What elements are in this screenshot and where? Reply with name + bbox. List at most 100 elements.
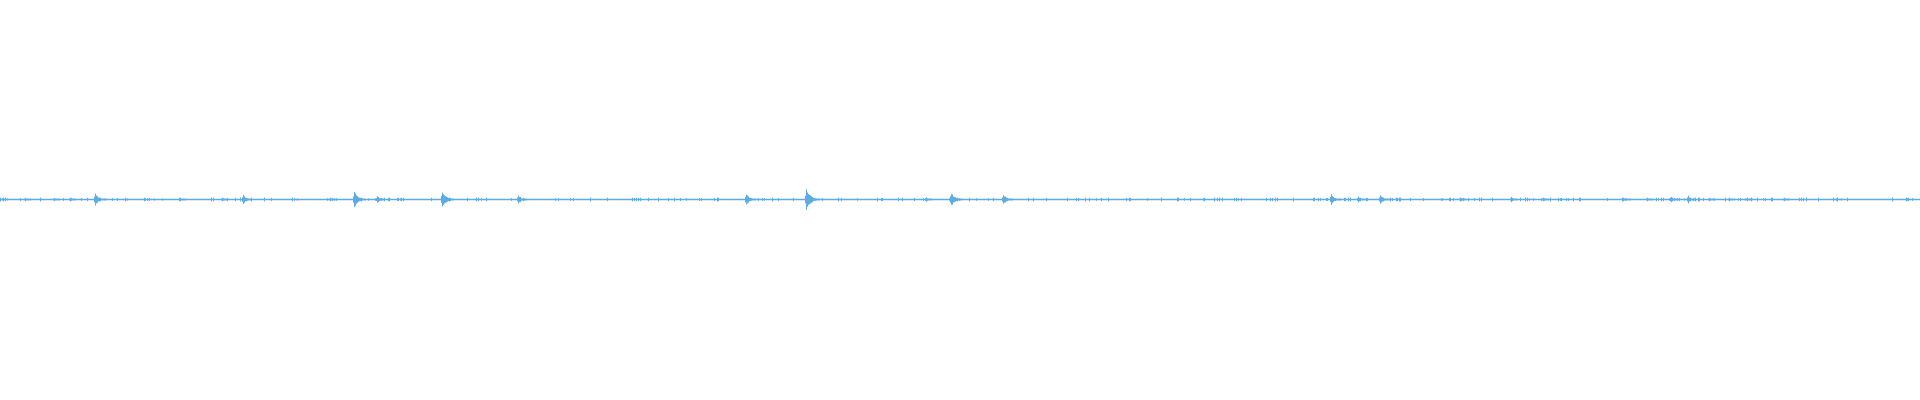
- waveform-peak: [181, 198, 182, 201]
- waveform-peak: [1628, 198, 1629, 201]
- waveform-peak: [101, 198, 102, 201]
- noise-mark: [1837, 197, 1838, 202]
- noise-mark: [1344, 197, 1345, 202]
- noise-mark: [1033, 197, 1034, 202]
- noise-mark: [40, 197, 41, 202]
- waveform-peak: [453, 198, 454, 201]
- waveform-peak: [809, 194, 810, 205]
- waveform-peak: [57, 198, 58, 201]
- waveform-peak: [1545, 198, 1546, 201]
- noise-mark: [1763, 198, 1764, 201]
- waveform-peak: [225, 198, 226, 201]
- waveform-peak: [28, 198, 29, 201]
- noise-mark: [1745, 198, 1746, 201]
- noise-mark: [1345, 197, 1346, 202]
- noise-mark: [822, 198, 823, 201]
- noise-mark: [648, 197, 649, 202]
- waveform-peak: [361, 198, 362, 201]
- waveform-peak: [1005, 196, 1006, 203]
- waveform-peak: [1008, 198, 1009, 201]
- waveform-peak: [961, 198, 962, 201]
- waveform-peak: [1687, 197, 1688, 202]
- waveform-peak: [815, 198, 816, 201]
- waveform-peak: [30, 198, 31, 201]
- waveform-peak: [1333, 197, 1334, 202]
- waveform-peak: [1624, 198, 1625, 201]
- waveform-peak: [333, 198, 334, 201]
- noise-mark: [1400, 197, 1401, 202]
- waveform-peak: [812, 196, 813, 203]
- waveform-peak: [59, 198, 60, 201]
- noise-mark: [1129, 197, 1130, 202]
- noise-mark: [1096, 198, 1097, 201]
- noise-mark: [1725, 197, 1726, 202]
- noise-mark: [1236, 197, 1237, 202]
- waveform-peak: [100, 198, 101, 201]
- noise-mark: [1481, 197, 1482, 202]
- waveform-peak: [451, 198, 452, 201]
- waveform-peak: [1330, 197, 1331, 202]
- waveform-peak: [1544, 198, 1545, 201]
- waveform-peak: [334, 198, 335, 201]
- waveform-peak: [1547, 198, 1548, 201]
- waveform-peak: [1012, 198, 1013, 201]
- noise-mark: [1272, 197, 1273, 202]
- waveform-peak: [1384, 198, 1385, 201]
- waveform-peak: [818, 198, 819, 201]
- noise-mark: [1568, 198, 1569, 201]
- waveform-peak: [1548, 198, 1549, 201]
- noise-mark: [145, 198, 146, 201]
- waveform-peak: [223, 198, 224, 201]
- noise-mark: [271, 198, 272, 201]
- waveform-peak: [1648, 198, 1649, 201]
- waveform-peak: [745, 196, 746, 203]
- noise-mark: [1658, 198, 1659, 201]
- waveform-peak: [1674, 198, 1675, 201]
- waveform-peak: [1359, 197, 1360, 202]
- noise-mark: [1558, 197, 1559, 202]
- waveform-peak: [925, 198, 926, 201]
- waveform-peak: [226, 198, 227, 201]
- waveform-peak: [929, 198, 930, 201]
- noise-mark: [558, 198, 559, 201]
- noise-mark: [147, 198, 148, 201]
- waveform-peak: [1389, 198, 1390, 201]
- noise-mark: [1366, 197, 1367, 202]
- noise-mark: [105, 198, 106, 201]
- waveform-peak: [449, 198, 450, 201]
- noise-mark: [117, 198, 118, 201]
- waveform-peak: [930, 198, 931, 201]
- noise-mark: [1348, 197, 1349, 202]
- waveform-peak: [957, 198, 958, 201]
- noise-mark: [1326, 197, 1327, 202]
- waveform-peak: [1514, 198, 1515, 201]
- waveform-peak: [184, 198, 185, 201]
- noise-mark: [1028, 197, 1029, 202]
- noise-mark: [1217, 197, 1218, 202]
- noise-mark: [1392, 197, 1393, 202]
- noise-mark: [486, 197, 487, 202]
- noise-mark: [658, 197, 659, 202]
- waveform-peak: [951, 194, 952, 205]
- waveform-peak: [519, 196, 520, 203]
- noise-mark: [674, 197, 675, 202]
- waveform-peak: [953, 196, 954, 203]
- waveform-peak: [221, 198, 222, 201]
- waveform-peak: [1336, 198, 1337, 201]
- noise-mark: [1908, 198, 1909, 201]
- noise-mark: [368, 198, 369, 201]
- waveform-peak: [931, 198, 932, 201]
- waveform-peak: [182, 198, 183, 201]
- waveform-peak: [249, 198, 250, 201]
- waveform-peak: [1671, 196, 1672, 203]
- waveform-peak: [95, 193, 96, 206]
- waveform-peak: [227, 198, 228, 201]
- noise-mark: [1560, 198, 1561, 201]
- waveform-peak: [1785, 198, 1786, 201]
- waveform-peak: [1734, 198, 1735, 201]
- waveform-peak: [1003, 195, 1004, 204]
- noise-mark: [793, 198, 794, 201]
- waveform-peak: [1647, 197, 1648, 202]
- noise-mark: [1266, 197, 1267, 202]
